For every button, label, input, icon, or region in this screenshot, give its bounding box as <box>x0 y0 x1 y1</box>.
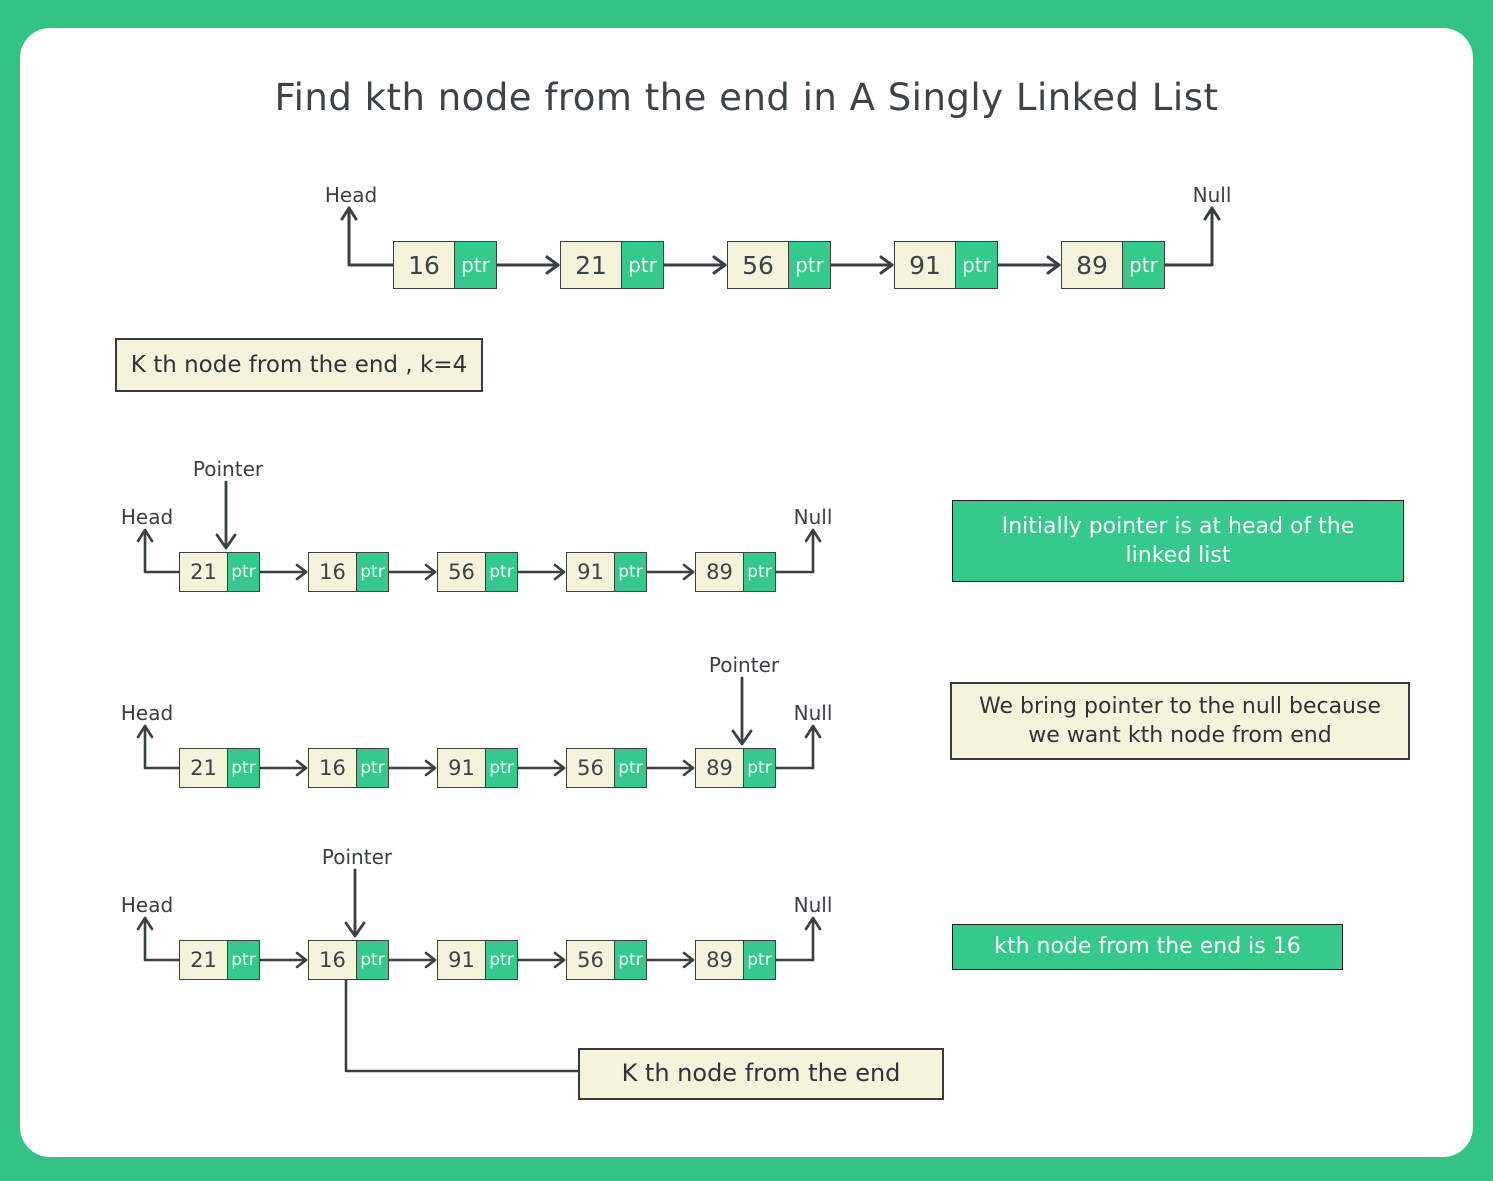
pointer-label: Pointer <box>321 845 393 869</box>
node-ptr-cell: ptr <box>356 749 388 787</box>
null-label: Null <box>1192 183 1232 207</box>
null-label: Null <box>793 505 833 529</box>
node-value-cell: 91 <box>577 560 604 584</box>
node-ptr-cell: ptr <box>356 941 388 979</box>
node-ptr-cell: ptr <box>454 242 496 288</box>
null-label: Null <box>793 893 833 917</box>
node-value-cell: 89 <box>706 756 733 780</box>
head-label: Head <box>120 505 174 529</box>
node-value-cell: 91 <box>909 250 941 280</box>
kth-node-callout: K th node from the end <box>578 1048 944 1100</box>
node-ptr-cell: ptr <box>485 941 517 979</box>
page-title: Find kth node from the end in A Singly L… <box>274 76 1219 119</box>
node-value-cell: 16 <box>408 250 440 280</box>
node-value-cell: 56 <box>742 250 774 280</box>
list-node: 16 ptr <box>393 241 497 289</box>
k-value-callout: K th node from the end , k=4 <box>115 338 483 392</box>
list-node: 91 ptr <box>437 748 518 788</box>
node-value-cell: 91 <box>448 756 475 780</box>
node-ptr-cell: ptr <box>955 242 997 288</box>
list-node: 21 ptr <box>560 241 664 289</box>
list-node: 16 ptr <box>308 748 389 788</box>
bring-to-null-callout: We bring pointer to the null because we … <box>950 682 1410 760</box>
result-callout: kth node from the end is 16 <box>952 924 1343 970</box>
list-node: 56 ptr <box>727 241 831 289</box>
list-node: 91 ptr <box>566 552 647 592</box>
node-ptr-cell: ptr <box>485 749 517 787</box>
node-value-cell: 21 <box>190 560 217 584</box>
node-ptr-cell: ptr <box>614 553 646 591</box>
list-node: 91 ptr <box>894 241 998 289</box>
node-value-cell: 16 <box>319 948 346 972</box>
list-node: 56 ptr <box>566 748 647 788</box>
node-value-cell: 56 <box>448 560 475 584</box>
head-label: Head <box>120 893 174 917</box>
head-label: Head <box>324 183 378 207</box>
node-ptr-cell: ptr <box>743 553 775 591</box>
node-value-cell: 56 <box>577 948 604 972</box>
list-node: 89 ptr <box>695 552 776 592</box>
node-ptr-cell: ptr <box>485 553 517 591</box>
node-ptr-cell: ptr <box>227 749 259 787</box>
list-node: 56 ptr <box>566 940 647 980</box>
node-ptr-cell: ptr <box>227 553 259 591</box>
list-node: 89 ptr <box>695 940 776 980</box>
node-ptr-cell: ptr <box>614 941 646 979</box>
list-node: 21 ptr <box>179 748 260 788</box>
node-value-cell: 89 <box>706 948 733 972</box>
node-value-cell: 16 <box>319 756 346 780</box>
list-node: 91 ptr <box>437 940 518 980</box>
list-node: 21 ptr <box>179 940 260 980</box>
node-ptr-cell: ptr <box>788 242 830 288</box>
node-value-cell: 56 <box>577 756 604 780</box>
node-value-cell: 21 <box>575 250 607 280</box>
list-node: 56 ptr <box>437 552 518 592</box>
list-node: 16 ptr <box>308 552 389 592</box>
initial-pointer-callout: Initially pointer is at head of the link… <box>952 500 1404 582</box>
null-label: Null <box>793 701 833 725</box>
node-value-cell: 21 <box>190 756 217 780</box>
node-ptr-cell: ptr <box>227 941 259 979</box>
node-value-cell: 89 <box>1076 250 1108 280</box>
node-ptr-cell: ptr <box>1122 242 1164 288</box>
node-ptr-cell: ptr <box>614 749 646 787</box>
list-node: 89 ptr <box>1061 241 1165 289</box>
node-value-cell: 89 <box>706 560 733 584</box>
list-node: 16 ptr <box>308 940 389 980</box>
list-node: 89 ptr <box>695 748 776 788</box>
node-value-cell: 16 <box>319 560 346 584</box>
node-ptr-cell: ptr <box>743 941 775 979</box>
node-value-cell: 21 <box>190 948 217 972</box>
head-label: Head <box>120 701 174 725</box>
pointer-label: Pointer <box>192 457 264 481</box>
list-node: 21 ptr <box>179 552 260 592</box>
node-ptr-cell: ptr <box>743 749 775 787</box>
node-ptr-cell: ptr <box>621 242 663 288</box>
node-value-cell: 91 <box>448 948 475 972</box>
pointer-label: Pointer <box>708 653 780 677</box>
node-ptr-cell: ptr <box>356 553 388 591</box>
